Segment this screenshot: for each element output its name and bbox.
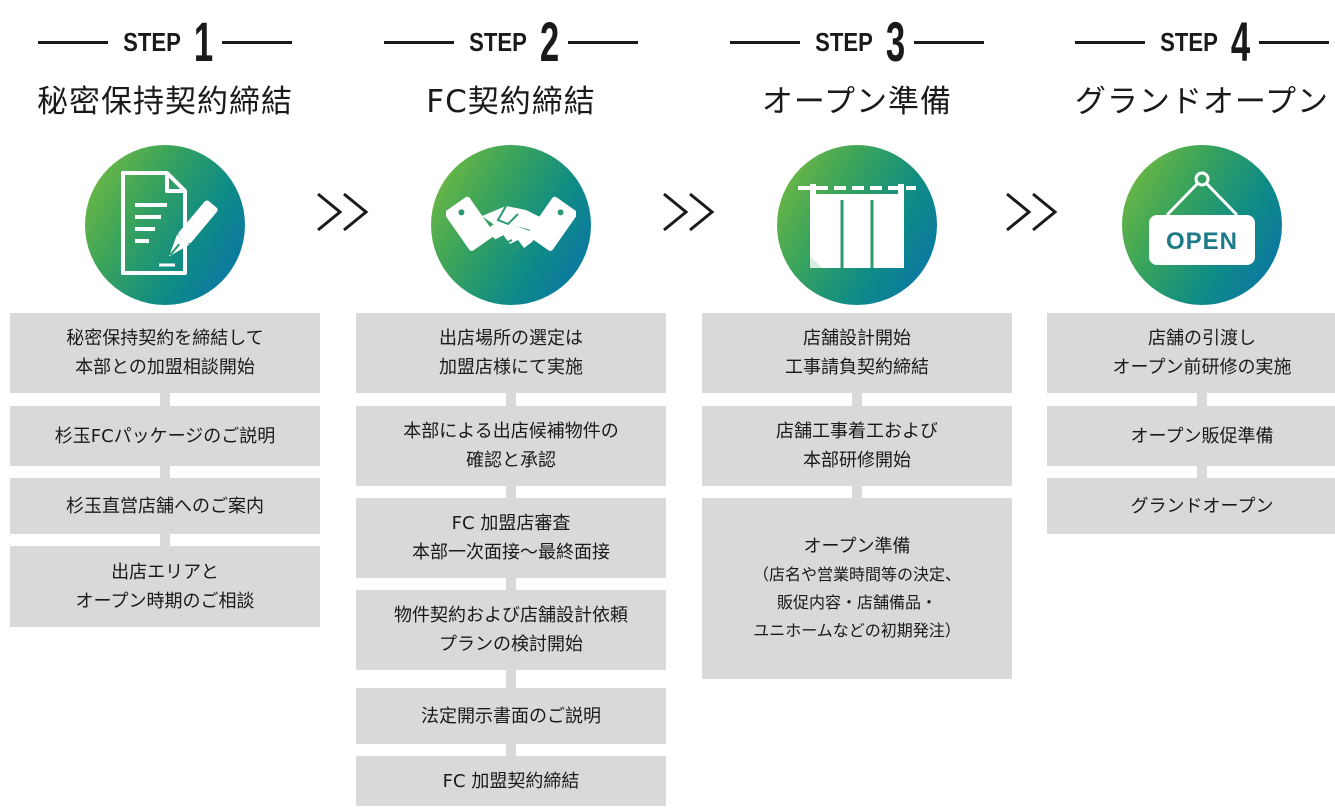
step-item: FC 加盟契約締結 (356, 756, 666, 806)
step-label: STEP (815, 26, 874, 57)
header-rule (1075, 40, 1146, 44)
step-title: グランドオープン (1074, 84, 1330, 120)
item-text: FC 加盟契約締結 (442, 770, 580, 792)
step-item: 店舗工事着工および 本部研修開始 (702, 406, 1012, 486)
item-text: オープン販促準備 (1130, 425, 1274, 447)
step-number: 2 (540, 10, 560, 73)
step-item: 杉玉直営店舗へのご案内 (10, 478, 320, 534)
item-text: 工事請負契約締結 (785, 357, 929, 378)
connector (506, 670, 516, 688)
header-rule (38, 40, 109, 44)
connector (506, 578, 516, 590)
step-item: 店舗の引渡し オープン前研修の実施 (1047, 313, 1335, 393)
step-item: 店舗設計開始 工事請負契約締結 (702, 313, 1012, 393)
item-subtext: 販促内容・店舗備品・ (776, 593, 937, 612)
header-rule (1258, 40, 1329, 44)
step-number: 4 (1231, 10, 1251, 73)
connector (506, 393, 516, 406)
connector (160, 466, 170, 478)
item-text: 法定開示書面のご説明 (421, 705, 601, 727)
step-item: グランドオープン (1047, 478, 1335, 534)
item-text: オープン準備 (803, 536, 911, 557)
item-subtext: （店名や営業時間等の決定、 (752, 565, 961, 584)
step-label: STEP (123, 26, 182, 57)
step-label: STEP (1160, 26, 1219, 57)
step-item: オープン準備 （店名や営業時間等の決定、 販促内容・店舗備品・ ユニホームなどの… (702, 498, 1012, 679)
step-number: 1 (194, 10, 214, 73)
step-2-header: STEP 2 (356, 14, 666, 70)
item-text: 店舗設計開始 (803, 328, 911, 349)
step-number: 3 (886, 10, 906, 73)
connector (852, 393, 862, 406)
step-item: 出店場所の選定は 加盟店様にて実施 (356, 313, 666, 393)
connector (506, 486, 516, 498)
handshake-icon (431, 145, 591, 305)
header-rule (221, 40, 292, 44)
step-item: 本部による出店候補物件の 確認と承認 (356, 406, 666, 486)
connector (160, 393, 170, 406)
step-title: オープン準備 (761, 84, 953, 120)
header-rule (384, 40, 455, 44)
item-text: 確認と承認 (466, 450, 556, 471)
item-text: 出店場所の選定は (439, 328, 583, 349)
step-3-header: STEP 3 (702, 14, 1012, 70)
step-item: オープン販促準備 (1047, 406, 1335, 466)
step-item: 物件契約および店舗設計依頼 プランの検討開始 (356, 590, 666, 670)
header-rule (567, 40, 638, 44)
step-item: 秘密保持契約を締結して 本部との加盟相談開始 (10, 313, 320, 393)
sign-text: OPEN (1166, 228, 1238, 255)
item-text: 加盟店様にて実施 (439, 357, 583, 378)
noren-curtain-icon (777, 145, 937, 305)
step-1-column: STEP 1 秘密保持契約締結 秘密保持契約を締結して 本部との加盟相談開始 杉… (10, 0, 320, 810)
item-text: プランの検討開始 (439, 634, 583, 655)
connector (1197, 393, 1207, 406)
connector (160, 534, 170, 546)
item-text: FC 加盟店審査 (451, 513, 571, 534)
item-subtext: ユニホームなどの初期発注） (753, 621, 961, 640)
item-text: 店舗の引渡し (1148, 328, 1256, 349)
item-text: グランドオープン (1130, 495, 1274, 517)
header-rule (730, 40, 801, 44)
item-text: 本部研修開始 (803, 450, 911, 471)
item-text: 秘密保持契約を締結して (66, 328, 264, 349)
connector (1197, 466, 1207, 478)
step-item: FC 加盟店審査 本部一次面接～最終面接 (356, 498, 666, 578)
item-text: 杉玉直営店舗へのご案内 (66, 495, 264, 517)
step-1-header: STEP 1 (10, 14, 320, 70)
chevron-right-icon (663, 192, 715, 232)
item-text: 杉玉FCパッケージのご説明 (54, 425, 276, 447)
contract-pen-icon (85, 145, 245, 305)
step-title: 秘密保持契約締結 (37, 84, 293, 120)
chevron-right-icon (317, 192, 369, 232)
item-text: 出店エリアと (111, 561, 219, 583)
step-title: FC契約締結 (426, 84, 596, 120)
step-3-column: STEP 3 オープン準備 店舗設計開始 工事請負契約締結 店舗工事着工および … (702, 0, 1012, 810)
item-text: オープン時期のご相談 (75, 590, 255, 612)
connector (852, 486, 862, 498)
step-item: 出店エリアと オープン時期のご相談 (10, 546, 320, 627)
item-text: 本部一次面接～最終面接 (412, 542, 610, 563)
header-rule (913, 40, 984, 44)
item-text: 本部との加盟相談開始 (75, 357, 255, 378)
item-text: オープン前研修の実施 (1112, 357, 1292, 378)
connector (506, 744, 516, 756)
step-2-column: STEP 2 FC契約締結 出店場所の選定は 加盟店様にて実施 本部による出店候… (356, 0, 666, 810)
step-4-column: STEP 4 グランドオープン OPEN 店舗の引渡し オープン前研修の実施 オ… (1047, 0, 1335, 810)
step-item: 杉玉FCパッケージのご説明 (10, 406, 320, 466)
item-text: 物件契約および店舗設計依頼 (394, 605, 628, 626)
item-text: 本部による出店候補物件の (403, 421, 619, 442)
step-label: STEP (469, 26, 528, 57)
open-sign-icon: OPEN (1122, 145, 1282, 305)
item-text: 店舗工事着工および (776, 421, 938, 442)
chevron-right-icon (1006, 192, 1058, 232)
step-item: 法定開示書面のご説明 (356, 688, 666, 744)
step-4-header: STEP 4 (1047, 14, 1335, 70)
